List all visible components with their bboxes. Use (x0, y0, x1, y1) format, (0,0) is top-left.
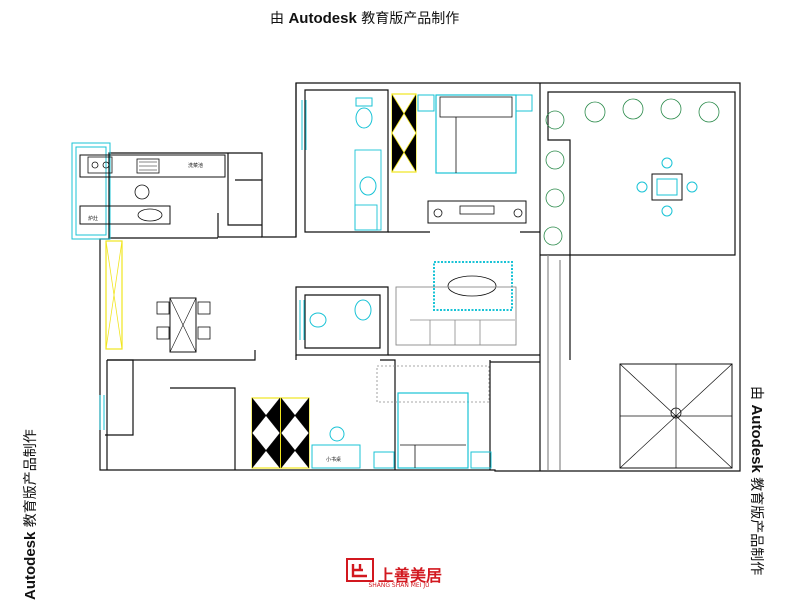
desk-label: 小书桌 (326, 456, 341, 463)
plant-icon (584, 101, 606, 123)
terrace-chair (661, 157, 673, 169)
terrace-wall (547, 91, 736, 256)
terrace (619, 157, 733, 469)
plant-icon (660, 98, 682, 120)
toilet-icon (355, 107, 373, 129)
wall-segment (380, 359, 491, 470)
nightstand (470, 451, 492, 469)
bathroom-mid-inner (304, 294, 381, 349)
plant-icon (698, 101, 720, 123)
watermark-brand: Autodesk (288, 10, 357, 27)
coffee-table (447, 275, 497, 297)
logo-tagline: SHANG SHAN MEI JU (368, 582, 430, 589)
watermark-top: 由 Autodesk 教育版产品制作 (270, 8, 459, 28)
terrace-table (651, 173, 683, 201)
wall-segment (107, 350, 297, 361)
dining-cabinet (105, 240, 123, 350)
dining-chair (156, 301, 170, 315)
double-bed (397, 392, 469, 469)
logo-mark-icon (346, 558, 374, 582)
kitchen: 炉灶 洗菜池 (71, 142, 226, 240)
dining-chair (156, 326, 170, 340)
window (299, 300, 305, 340)
washbasin-icon (309, 312, 327, 328)
walls (99, 82, 741, 472)
watermark-prefix: 由 (270, 11, 284, 27)
person-icon (134, 184, 150, 200)
bathroom-top-wall (304, 89, 389, 233)
wall-segment (170, 387, 236, 470)
living-room (395, 261, 517, 346)
bathroom-top (354, 97, 382, 231)
plants (543, 98, 720, 246)
kitchen-window-bay (71, 142, 111, 240)
brand-logo: 上善美居 SHANG SHAN MEI JU (346, 556, 452, 590)
outer-wall (99, 82, 741, 472)
dining-chair (197, 326, 211, 340)
dining-area (105, 240, 211, 353)
second-bedroom: 小书桌 (251, 365, 492, 469)
plant-icon (545, 150, 565, 170)
washbasin-icon (359, 176, 377, 196)
kitchen-stove-label: 炉灶 (88, 215, 98, 222)
hood-icon (136, 158, 160, 174)
stove-icon (87, 156, 113, 174)
sofa (395, 286, 517, 346)
bathroom-middle (309, 299, 372, 328)
wall-segment (105, 359, 134, 436)
plant-icon (622, 98, 644, 120)
rug (433, 261, 513, 311)
window (301, 100, 307, 150)
terrace-chair (661, 205, 673, 217)
plant-icon (545, 110, 565, 130)
nightstand (417, 94, 435, 112)
kitchen-counter-lower (79, 205, 171, 225)
balcony-rail (547, 255, 561, 470)
kitchen-sink-icon (137, 208, 163, 222)
bed-headboard-rug (376, 365, 490, 403)
nightstand (373, 451, 395, 469)
desk (311, 444, 361, 469)
kitchen-window-inner (75, 146, 107, 236)
dining-chair (197, 301, 211, 315)
tv-cabinet (427, 200, 527, 224)
double-bed (435, 94, 517, 174)
kitchen-counter (79, 154, 226, 178)
window (99, 395, 105, 430)
watermark-suffix: 教育版产品制作 (361, 11, 460, 27)
kitchen-sink-label: 洗菜池 (188, 162, 203, 169)
master-bedroom (391, 93, 533, 224)
plant-icon (543, 226, 563, 246)
dining-table (169, 297, 197, 353)
terrace-chair (636, 181, 648, 193)
nightstand (515, 94, 533, 112)
windows (99, 100, 307, 430)
terrace-chair (686, 181, 698, 193)
toilet-icon (354, 299, 372, 321)
plant-icon (545, 188, 565, 208)
wall-segment (217, 153, 262, 238)
wall-segment (490, 254, 571, 363)
desk-chair (329, 426, 345, 442)
logo-name: 上善美居 (378, 566, 443, 585)
